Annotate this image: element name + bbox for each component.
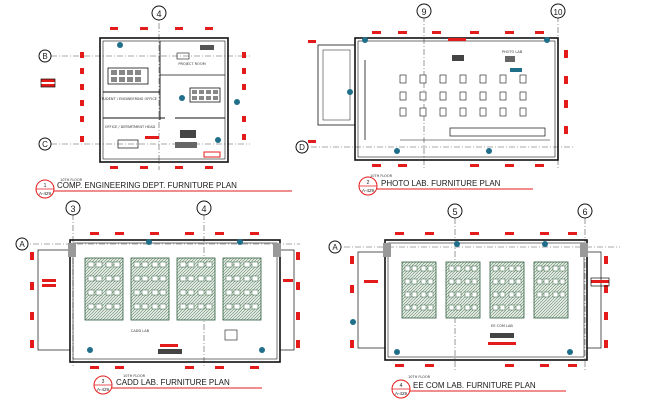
room-label-ee-com-lab: EE COM LAB bbox=[491, 324, 513, 328]
window-markers bbox=[41, 27, 246, 169]
office-desks bbox=[117, 45, 214, 149]
plan-4-floor-label: 10TH FLOOR bbox=[408, 375, 431, 379]
photo-lab-seats bbox=[399, 74, 527, 117]
plan-3-title: CADD LAB. FURNITURE PLAN bbox=[116, 378, 230, 387]
grid-bubble-3: 3 bbox=[70, 204, 75, 214]
plan-1-number: 1 bbox=[44, 183, 47, 189]
window-markers bbox=[350, 232, 609, 367]
plan-4-ee-com-lab: 5 6 A bbox=[328, 203, 620, 399]
plan-1-comp-engineering: 4 B C bbox=[35, 5, 292, 199]
plan-4-title: EE COM LAB. FURNITURE PLAN bbox=[413, 381, 536, 390]
grid-bubble-b: B bbox=[42, 52, 47, 61]
window-markers bbox=[30, 232, 300, 369]
plan-1-sheet: A-429 bbox=[39, 191, 52, 196]
grid-bubble-d: D bbox=[299, 143, 305, 152]
plan-1-title-block: 10TH FLOOR 1 A-429 COMP. ENGINEERING DEP… bbox=[35, 178, 292, 199]
plan-3-sheet: A-429 bbox=[97, 387, 110, 392]
plan-2-title-block: 10TH FLOOR 2 A-429 PHOTO LAB. FURNITURE … bbox=[358, 174, 533, 196]
ee-desk-blocks bbox=[401, 261, 569, 319]
plan-4-number: 4 bbox=[400, 383, 403, 389]
grid-bubble-9: 9 bbox=[421, 7, 426, 17]
room-label-cadd-lab: CADD LAB bbox=[131, 329, 150, 333]
plan-2-sheet: A-429 bbox=[362, 188, 375, 193]
plan-2-floor-label: 10TH FLOOR bbox=[370, 174, 393, 178]
workstation-cluster bbox=[107, 67, 149, 85]
plan-2-photo-lab: 9 10 D PHOTO LAB bbox=[295, 3, 575, 196]
plan-4-title-block: 10TH FLOOR 4 A-429 EE COM LAB. FURNITURE… bbox=[391, 375, 566, 399]
grid-bubble-6: 6 bbox=[582, 207, 587, 217]
room-tag-icon bbox=[234, 99, 240, 105]
window-markers bbox=[308, 31, 568, 167]
grid-bubble-4: 4 bbox=[156, 9, 161, 19]
room-label-student: STUDENT / ENGINEERING OFFICE bbox=[99, 97, 157, 101]
plan-1-title: COMP. ENGINEERING DEPT. FURNITURE PLAN bbox=[57, 181, 237, 190]
conference-table bbox=[189, 87, 221, 103]
grid-bubble-a2: A bbox=[332, 243, 338, 252]
room-label-office: OFFICE / DEPARTMENT HEAD bbox=[105, 125, 156, 129]
plan-3-number: 3 bbox=[102, 379, 105, 385]
grid-bubble-4b: 4 bbox=[201, 204, 206, 214]
plan-4-sheet: A-429 bbox=[395, 391, 408, 396]
plan-2-number: 2 bbox=[367, 180, 370, 186]
plan-2-title: PHOTO LAB. FURNITURE PLAN bbox=[381, 179, 501, 188]
grid-bubble-5: 5 bbox=[452, 207, 457, 217]
cadd-desk-blocks bbox=[84, 257, 262, 321]
plan-1-floor-label: 10TH FLOOR bbox=[60, 178, 83, 182]
plan-3-cadd-lab: 3 4 A bbox=[15, 200, 300, 395]
plan-3-title-block: 10TH FLOOR 3 A-429 CADD LAB. FURNITURE P… bbox=[93, 374, 262, 395]
grid-bubble-c: C bbox=[42, 140, 48, 149]
grid-bubble-10: 10 bbox=[554, 8, 563, 17]
plan-1-outline bbox=[99, 37, 229, 163]
room-label-photo-lab: PHOTO LAB bbox=[502, 50, 523, 54]
grid-bubble-a: A bbox=[19, 240, 25, 249]
room-label-project: PROJECT ROOM bbox=[178, 62, 205, 66]
plan-3-floor-label: 10TH FLOOR bbox=[123, 374, 146, 378]
